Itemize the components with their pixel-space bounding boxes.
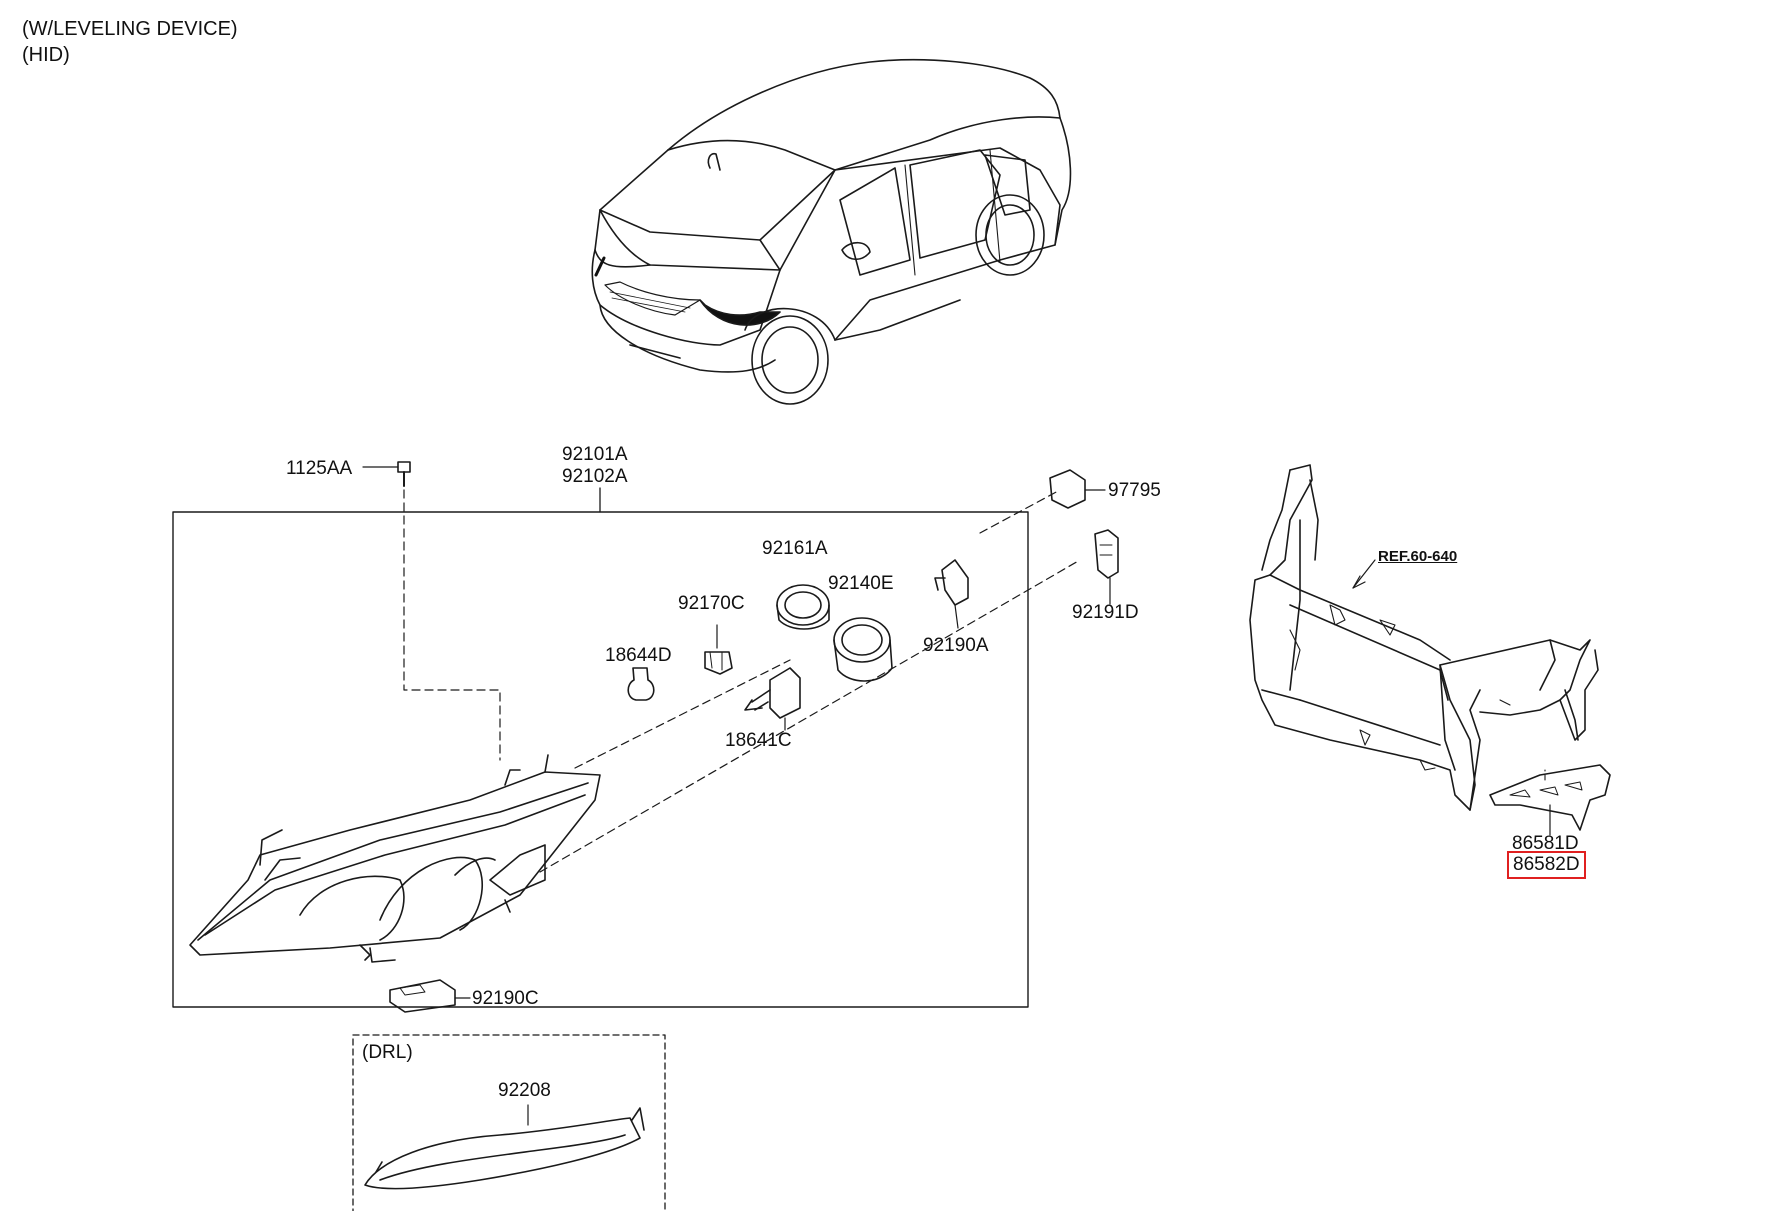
callout-92190c: 92190C bbox=[472, 988, 539, 1009]
callout-18641c: 18641C bbox=[725, 730, 792, 751]
assembly-box bbox=[172, 511, 1029, 1008]
callout-92190a: 92190A bbox=[923, 635, 989, 656]
cap-92161a bbox=[776, 584, 830, 630]
callout-92101a: 92101A bbox=[562, 444, 628, 465]
vehicle-illustration bbox=[591, 58, 1072, 405]
radiator-support bbox=[1249, 464, 1599, 811]
bulb-18644d bbox=[627, 667, 655, 701]
ref-label: REF.60-640 bbox=[1378, 548, 1458, 565]
drl-box bbox=[352, 1034, 666, 1211]
igniter-92190a bbox=[934, 559, 969, 629]
bracket-86581d bbox=[1489, 764, 1611, 836]
callout-92140e: 92140E bbox=[828, 573, 894, 594]
callout-86581d: 86581D bbox=[1512, 833, 1579, 854]
bracket-92191d bbox=[1094, 529, 1119, 605]
header-hid: (HID) bbox=[22, 44, 70, 66]
callout-97795: 97795 bbox=[1108, 480, 1161, 501]
callout-18644d: 18644D bbox=[605, 645, 672, 666]
bulb-18641c bbox=[744, 667, 801, 731]
callout-92170c: 92170C bbox=[678, 593, 745, 614]
drl-title: (DRL) bbox=[362, 1042, 413, 1063]
callout-92102a: 92102A bbox=[562, 466, 628, 487]
drl-lamp bbox=[364, 1107, 645, 1190]
callout-1125aa: 1125AA bbox=[286, 458, 353, 479]
callout-92161a: 92161A bbox=[762, 538, 828, 559]
socket-92170c bbox=[704, 624, 733, 675]
callout-92191d: 92191D bbox=[1072, 602, 1139, 623]
cap-92140e bbox=[833, 617, 893, 682]
bolt-1125aa bbox=[362, 461, 501, 761]
ballast-92190c bbox=[389, 979, 471, 1013]
callout-92208: 92208 bbox=[498, 1080, 551, 1101]
header-leveling: (W/LEVELING DEVICE) bbox=[22, 18, 238, 40]
headlamp-housing bbox=[189, 754, 601, 963]
callout-86582d-highlighted[interactable]: 86582D bbox=[1507, 851, 1586, 879]
connector-97795 bbox=[1049, 469, 1106, 509]
